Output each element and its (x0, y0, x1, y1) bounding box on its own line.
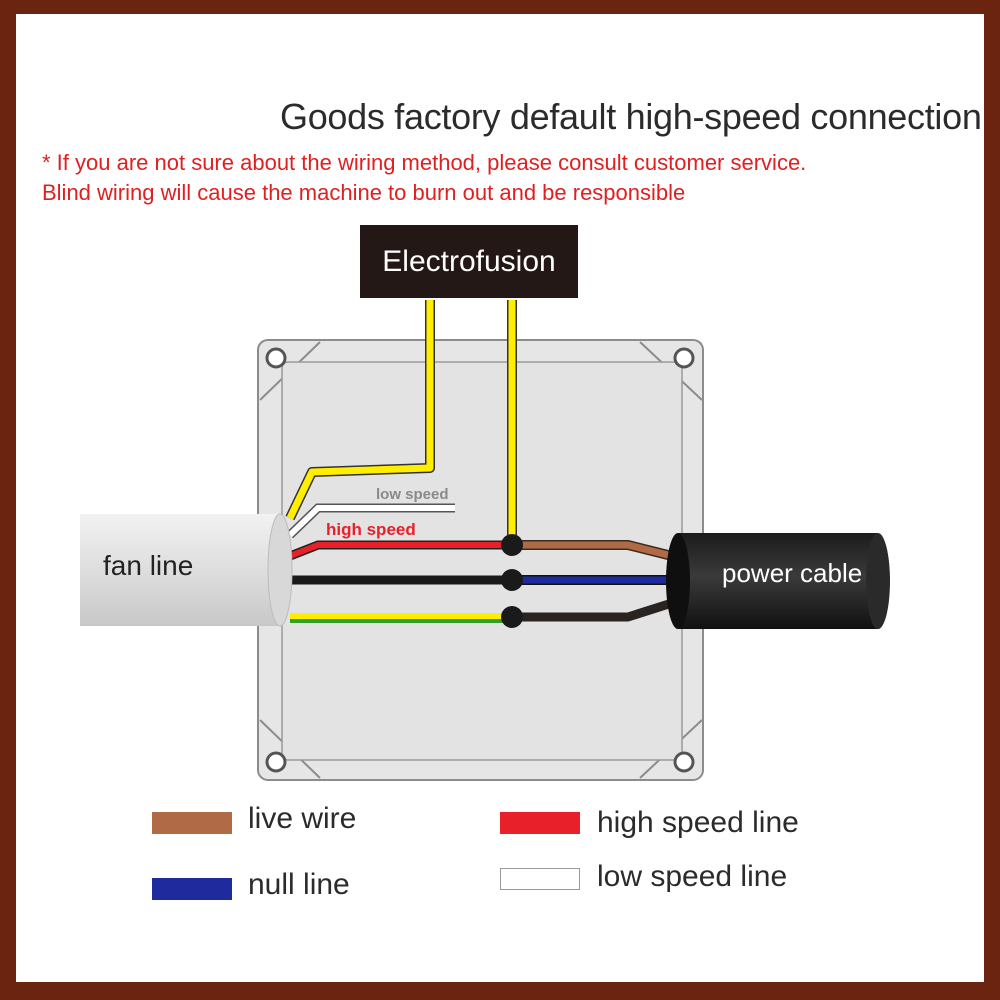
legend-swatch-live-wire (152, 812, 232, 834)
power-cable-label: power cable (722, 558, 863, 588)
terminal-earth (501, 606, 523, 628)
warning-line-1: * If you are not sure about the wiring m… (42, 150, 807, 175)
live-wire (512, 540, 674, 561)
terminal-null (501, 569, 523, 591)
legend-label-high-speed-line: high speed line (597, 806, 799, 839)
low-speed-wire (286, 503, 455, 539)
terminal-live (501, 534, 523, 556)
power-cable (666, 533, 890, 629)
diagram-title: Goods factory default high-speed connect… (280, 96, 982, 137)
power-black-wire (512, 598, 674, 622)
fan-line-label: fan line (103, 550, 194, 581)
screw-hole-top-right (673, 347, 695, 369)
electrofusion-box: Electrofusion (360, 225, 578, 298)
screw-hole-bottom-right (673, 751, 695, 773)
legend-swatch-high-speed-line (500, 812, 580, 834)
warning-line-2: Blind wiring will cause the machine to b… (42, 180, 686, 205)
capacitor-wire-1 (285, 300, 435, 521)
earth-wire (290, 613, 512, 623)
high-speed-wire (288, 540, 512, 561)
electrofusion-label: Electrofusion (382, 244, 556, 278)
high-speed-wire-label: high speed (326, 520, 416, 539)
legend-swatch-low-speed-line (500, 868, 580, 890)
screw-hole-bottom-left (265, 751, 287, 773)
junction-box (257, 339, 704, 781)
screw-hole-top-left (265, 347, 287, 369)
fan-line-cable (80, 513, 293, 627)
legend-swatch-null-line (152, 878, 232, 900)
legend-label-null-line: null line (248, 868, 350, 901)
legend-label-low-speed-line: low speed line (597, 860, 788, 893)
legend-label-live-wire: live wire (248, 802, 357, 835)
low-speed-wire-label: low speed (376, 486, 449, 503)
